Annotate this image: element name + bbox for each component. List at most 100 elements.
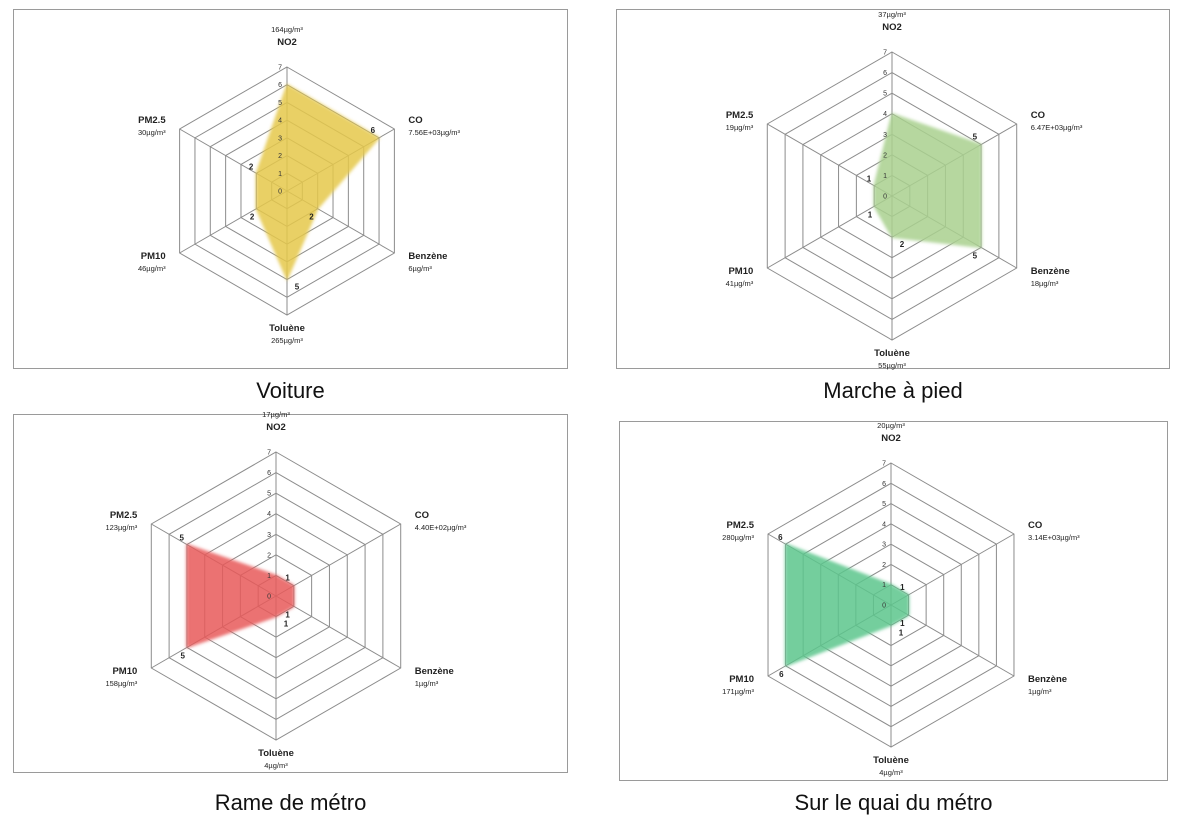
axis-unit: 123µg/m³ xyxy=(105,523,137,532)
data-label: 2 xyxy=(249,162,254,171)
tick-label: 4 xyxy=(267,511,271,518)
data-label: 1 xyxy=(900,619,905,628)
tick-label: 0 xyxy=(267,594,271,601)
data-label: 5 xyxy=(295,283,300,292)
data-label: 1 xyxy=(285,574,290,583)
tick-label: 6 xyxy=(278,82,282,89)
tick-label: 0 xyxy=(278,189,282,196)
axis-unit: 41µg/m³ xyxy=(726,279,754,288)
data-label: 2 xyxy=(900,240,905,249)
tick-label: 5 xyxy=(267,491,271,498)
tick-label: 7 xyxy=(882,461,886,468)
axis-spoke xyxy=(890,604,1015,677)
axis-name: CO xyxy=(1028,520,1042,531)
axis-unit: 164µg/m³ xyxy=(271,25,303,34)
tick-label: 2 xyxy=(882,562,886,569)
axis-spoke xyxy=(890,533,1015,606)
radar-chart-rame: 0123456711155NO217µg/m³CO4.40E+02µg/m³Be… xyxy=(105,410,467,770)
axis-name: CO xyxy=(1031,110,1045,121)
axis-unit: 30µg/m³ xyxy=(138,128,166,137)
tick-label: 3 xyxy=(882,542,886,549)
axis-name: CO xyxy=(415,510,429,521)
tick-label: 0 xyxy=(882,603,886,610)
axis-name: PM10 xyxy=(729,674,754,685)
data-label: 5 xyxy=(180,651,185,660)
axis-unit: 37µg/m³ xyxy=(878,10,906,19)
tick-label: 1 xyxy=(882,582,886,589)
tick-label: 0 xyxy=(883,194,887,201)
tick-label: 1 xyxy=(267,573,271,580)
caption-rame: Rame de métro xyxy=(214,790,367,815)
tick-label: 7 xyxy=(278,65,282,72)
axis-name: Benzène xyxy=(415,666,454,677)
data-label: 6 xyxy=(371,126,376,135)
series-area xyxy=(785,543,910,667)
axis-unit: 3.14E+03µg/m³ xyxy=(1028,533,1080,542)
data-label: 1 xyxy=(285,610,290,619)
data-label: 2 xyxy=(250,213,255,222)
tick-label: 3 xyxy=(883,132,887,139)
radar-chart-voiture: 0123456762522NO2164µg/m³CO7.56E+03µg/m³B… xyxy=(138,25,461,345)
axis-name: NO2 xyxy=(277,37,297,48)
axis-name: PM2.5 xyxy=(726,110,754,121)
axis-unit: 6.47E+03µg/m³ xyxy=(1031,123,1083,132)
axis-unit: 280µg/m³ xyxy=(722,533,754,542)
axis-spoke xyxy=(767,195,893,269)
data-label: 6 xyxy=(778,533,783,542)
caption-voiture: Voiture xyxy=(256,378,325,403)
data-label: 1 xyxy=(900,583,905,592)
axis-name: Toluène xyxy=(258,748,294,759)
axis-unit: 20µg/m³ xyxy=(877,421,905,430)
axis-unit: 6µg/m³ xyxy=(408,264,432,273)
tick-label: 6 xyxy=(883,70,887,77)
tick-label: 1 xyxy=(883,173,887,180)
axis-name: Benzène xyxy=(408,251,447,262)
axis-name: PM2.5 xyxy=(110,510,138,521)
axis-spoke xyxy=(767,123,893,197)
tick-label: 7 xyxy=(883,50,887,57)
tick-label: 2 xyxy=(267,552,271,559)
series-area xyxy=(873,113,982,248)
data-label: 1 xyxy=(899,628,904,637)
axis-name: Toluène xyxy=(873,755,909,766)
tick-label: 6 xyxy=(267,470,271,477)
axis-name: Toluène xyxy=(874,348,910,359)
data-label: 5 xyxy=(973,251,978,260)
tick-label: 4 xyxy=(882,521,886,528)
radar-chart-marche: 0123456755211NO237µg/m³CO6.47E+03µg/m³Be… xyxy=(726,10,1083,370)
axis-unit: 7.56E+03µg/m³ xyxy=(408,128,460,137)
axis-name: Toluène xyxy=(269,323,305,334)
data-label: 5 xyxy=(179,534,184,543)
axis-name: PM10 xyxy=(141,251,166,262)
axis-unit: 17µg/m³ xyxy=(262,410,290,419)
axis-unit: 19µg/m³ xyxy=(726,123,754,132)
tick-label: 3 xyxy=(267,532,271,539)
tick-label: 7 xyxy=(267,450,271,457)
data-label: 5 xyxy=(973,133,978,142)
axis-name: NO2 xyxy=(881,433,901,444)
axis-unit: 46µg/m³ xyxy=(138,264,166,273)
axis-name: Benzène xyxy=(1028,674,1067,685)
tick-label: 4 xyxy=(883,111,887,118)
tick-label: 2 xyxy=(883,152,887,159)
caption-marche: Marche à pied xyxy=(823,378,963,403)
axis-unit: 1µg/m³ xyxy=(415,679,439,688)
axis-unit: 158µg/m³ xyxy=(105,679,137,688)
tick-label: 2 xyxy=(278,153,282,160)
axis-unit: 55µg/m³ xyxy=(878,361,906,370)
axis-name: PM2.5 xyxy=(138,115,166,126)
tick-label: 5 xyxy=(882,501,886,508)
series-area xyxy=(186,543,295,649)
data-label: 1 xyxy=(868,210,873,219)
axis-spoke xyxy=(275,595,401,669)
axis-name: PM10 xyxy=(112,666,137,677)
axis-name: CO xyxy=(408,115,422,126)
data-label: 1 xyxy=(867,175,872,184)
axis-unit: 4.40E+02µg/m³ xyxy=(415,523,467,532)
tick-label: 3 xyxy=(278,135,282,142)
axis-unit: 18µg/m³ xyxy=(1031,279,1059,288)
axis-name: PM2.5 xyxy=(727,520,755,531)
